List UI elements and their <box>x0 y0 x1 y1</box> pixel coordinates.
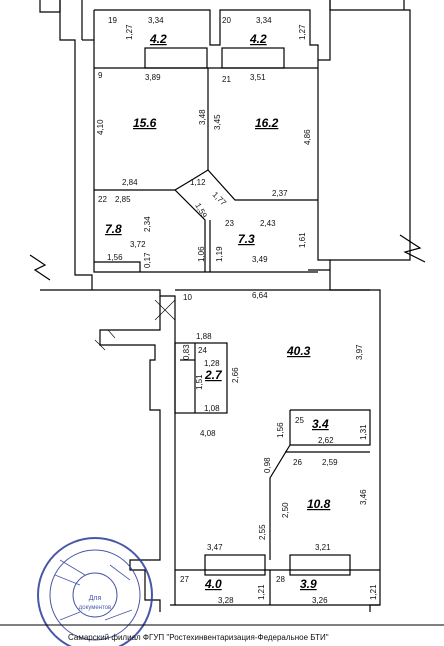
dim-27-height: 1,21 <box>257 584 266 600</box>
dim-22-d2: 0,17 <box>143 252 152 268</box>
room-number-24: 24 <box>198 346 207 355</box>
dim-24-d4: 1,08 <box>204 404 220 413</box>
dim-9-height2: 3,48 <box>198 109 207 125</box>
dim-26-height2: 2,50 <box>281 502 290 518</box>
dim-19-width: 3,34 <box>148 16 164 25</box>
dim-23-d3: 1,06 <box>197 246 206 262</box>
room-numbers: 19 20 9 21 22 23 10 24 25 26 27 28 <box>98 16 304 584</box>
dim-21-height2: 4,86 <box>303 129 312 145</box>
dim-24-d3: 1,51 <box>195 374 204 390</box>
dim-24-d2: 1,28 <box>204 359 220 368</box>
room-number-21: 21 <box>222 75 231 84</box>
room-area-19: 4.2 <box>149 32 167 46</box>
dim-23-width2: 3,49 <box>252 255 268 264</box>
dim-23-width: 2,43 <box>260 219 276 228</box>
stamp-center-line2: документов <box>79 605 111 611</box>
dim-27-width2: 3,47 <box>207 543 223 552</box>
dim-19-height: 1,27 <box>125 24 134 40</box>
dim-28-height: 1,21 <box>369 584 378 600</box>
dim-23-d2: 1,77 <box>211 190 229 208</box>
room-number-23: 23 <box>225 219 234 228</box>
dim-10-width: 6,64 <box>252 291 268 300</box>
stamp-center-line1: Для <box>89 595 102 602</box>
room-area-21: 16.2 <box>255 116 279 130</box>
room-number-9: 9 <box>98 71 103 80</box>
dim-26-width2: 3,21 <box>315 543 331 552</box>
room-number-10: 10 <box>183 293 192 302</box>
dim-26-d1: 0,98 <box>263 457 272 473</box>
dim-9-width2: 2,84 <box>122 178 138 187</box>
dim-23-d1: 1,12 <box>190 178 206 187</box>
dim-21-height: 3,45 <box>213 114 222 130</box>
dim-26-height: 3,46 <box>359 489 368 505</box>
room-number-28: 28 <box>276 575 285 584</box>
dim-28-width: 3,26 <box>312 596 328 605</box>
dim-22-width: 2,85 <box>115 195 131 204</box>
dim-21-width: 3,51 <box>250 73 266 82</box>
dim-23-height: 1,61 <box>298 232 307 248</box>
room-area-10: 40.3 <box>286 344 311 358</box>
room-area-26: 10.8 <box>307 497 331 511</box>
room-area-23: 7.3 <box>238 232 255 246</box>
room-number-20: 20 <box>222 16 231 25</box>
walls <box>29 0 426 612</box>
dim-10-height2: 2,66 <box>231 367 240 383</box>
dimensions: 3,34 1,27 3,34 1,27 3,89 4,10 3,48 2,84 … <box>96 16 378 605</box>
room-area-28: 3.9 <box>300 577 317 591</box>
room-area-27: 4.0 <box>204 577 222 591</box>
dim-10-height: 3,97 <box>355 344 364 360</box>
room-areas: 4.2 4.2 15.6 16.2 7.8 7.3 40.3 2.7 3.4 1… <box>105 32 331 591</box>
dim-26-width: 2,59 <box>322 458 338 467</box>
room-area-24: 2.7 <box>204 368 223 382</box>
dim-9-width: 3,89 <box>145 73 161 82</box>
dimension-lines <box>94 299 176 351</box>
dim-25-height2: 1,56 <box>276 422 285 438</box>
dim-10-width2: 4,08 <box>200 429 216 438</box>
room-area-25: 3.4 <box>312 417 329 431</box>
dim-10-width3: 1,88 <box>196 332 212 341</box>
dim-21-width2: 2,37 <box>272 189 288 198</box>
room-area-20: 4.2 <box>249 32 267 46</box>
dim-22-d1: 1,56 <box>107 253 123 262</box>
dim-9-height: 4,10 <box>96 119 105 135</box>
room-area-9: 15.6 <box>133 116 157 130</box>
dim-27-width: 3,28 <box>218 596 234 605</box>
dim-25-width: 2,62 <box>318 436 334 445</box>
dim-26-height3: 2,55 <box>258 524 267 540</box>
dim-20-width: 3,34 <box>256 16 272 25</box>
dim-25-height: 1,31 <box>359 424 368 440</box>
room-number-22: 22 <box>98 195 107 204</box>
room-area-22: 7.8 <box>105 222 122 236</box>
dim-22-width2: 3,72 <box>130 240 146 249</box>
dim-24-d1: 0,83 <box>182 344 191 360</box>
room-number-27: 27 <box>180 575 189 584</box>
dim-23-d4: 1,19 <box>215 246 224 262</box>
room-number-19: 19 <box>108 16 117 25</box>
footer-text: Самарский филиал ФГУП "Ростехинвентариза… <box>68 633 329 642</box>
round-stamp: Для документов <box>37 537 153 646</box>
room-number-26: 26 <box>293 458 302 467</box>
dim-20-height: 1,27 <box>298 24 307 40</box>
room-number-25: 25 <box>295 416 304 425</box>
dim-22-height: 2,34 <box>143 216 152 232</box>
